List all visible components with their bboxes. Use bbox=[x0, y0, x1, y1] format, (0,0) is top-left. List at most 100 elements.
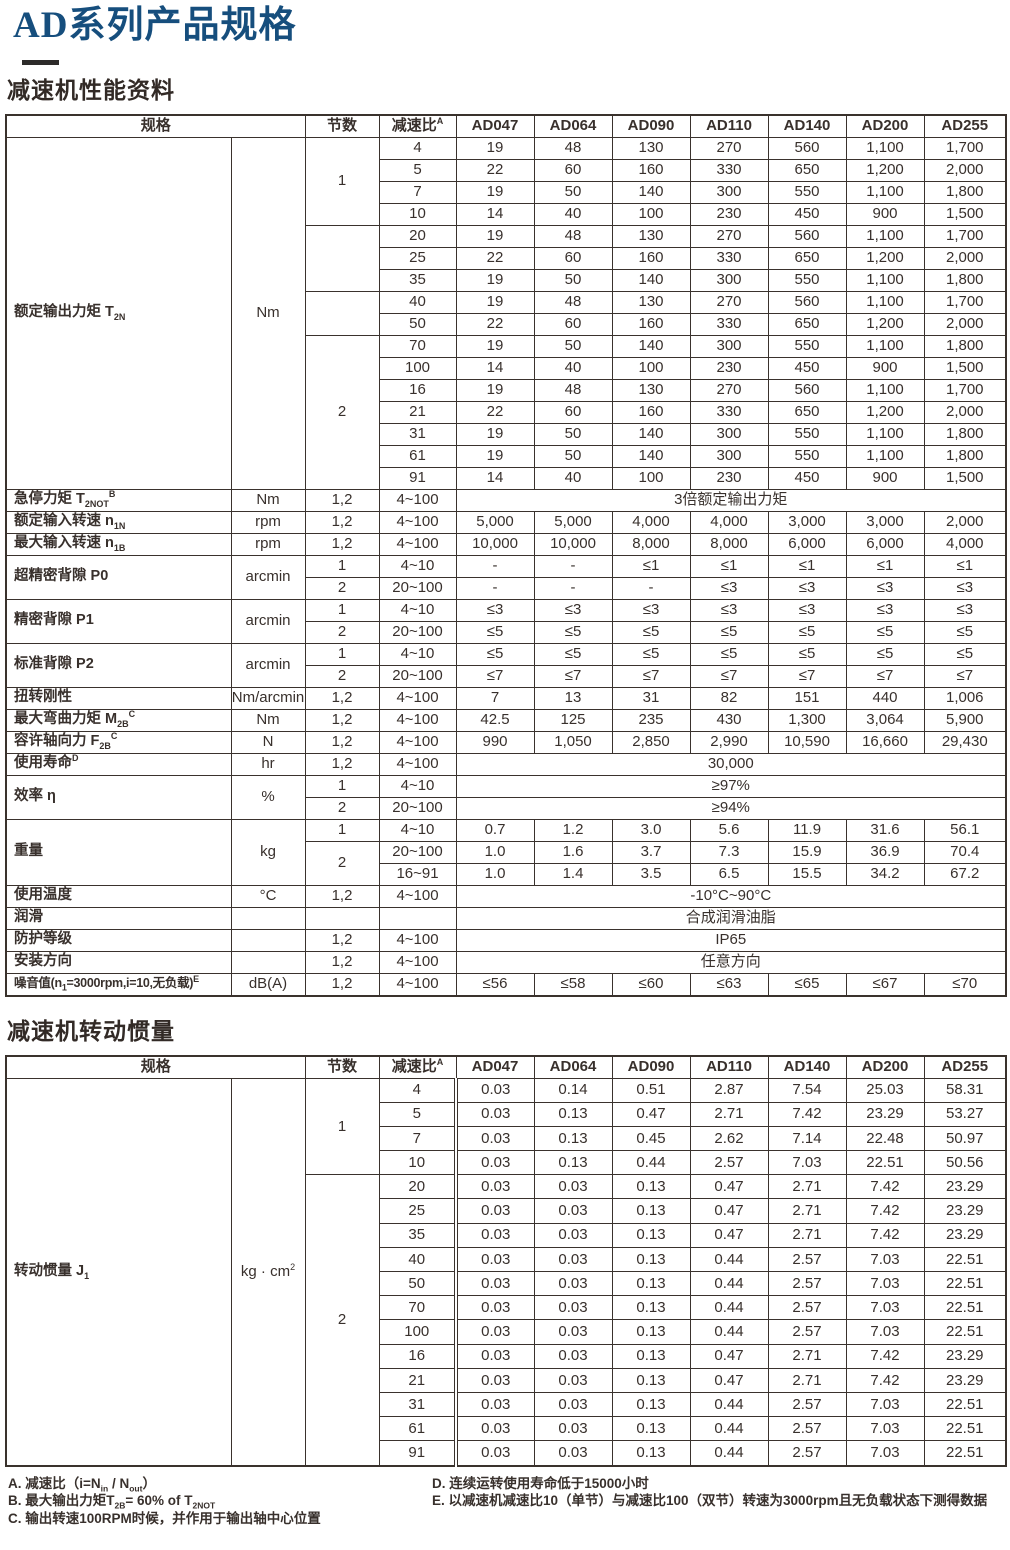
spec-label-cell: 重量 bbox=[5, 818, 232, 886]
table-cell: 650 bbox=[767, 246, 847, 270]
table-cell: 60 bbox=[533, 312, 613, 336]
table-cell: 0.03 bbox=[454, 1271, 535, 1297]
table-cell: 11.9 bbox=[767, 818, 847, 842]
spec-label-cell: 额定输入转速 n1N bbox=[5, 510, 232, 534]
table-cell: 70.4 bbox=[923, 840, 1007, 864]
footnotes-right-column: D. 连续运转使用寿命低于15000小时 E. 以减速机减速比10（单节）与减速… bbox=[432, 1475, 1010, 1528]
table-cell: 0.03 bbox=[454, 1101, 535, 1127]
table-cell: 0.03 bbox=[454, 1295, 535, 1321]
table-cell: ≤3 bbox=[845, 598, 925, 622]
table-cell: ≤65 bbox=[767, 972, 847, 997]
table-cell: 7.03 bbox=[845, 1271, 925, 1297]
table-cell: 2 bbox=[304, 840, 380, 886]
column-header: 规格 bbox=[5, 1055, 306, 1079]
spec-label-cell: 润滑 bbox=[5, 906, 232, 930]
table-cell: 23.29 bbox=[845, 1101, 925, 1127]
column-header: AD110 bbox=[689, 1055, 769, 1079]
table-cell: 7.42 bbox=[845, 1343, 925, 1369]
table-cell: 560 bbox=[767, 224, 847, 248]
table-cell: ≤5 bbox=[533, 642, 613, 666]
table-cell: ≤70 bbox=[923, 972, 1007, 997]
table-cell: ≤63 bbox=[689, 972, 769, 997]
table-cell: 160 bbox=[611, 158, 691, 182]
table-cell: dB(A) bbox=[230, 972, 306, 997]
table-cell: 100 bbox=[378, 356, 457, 380]
table-cell: 300 bbox=[689, 422, 769, 446]
table-cell: 50 bbox=[378, 312, 457, 336]
table-cell: ≤3 bbox=[533, 598, 613, 622]
table-cell: 1,100 bbox=[845, 444, 925, 468]
table-cell: 550 bbox=[767, 180, 847, 204]
table-cell: 0.13 bbox=[611, 1222, 691, 1248]
spec-label-cell: 容许轴向力 F2BC bbox=[5, 730, 232, 754]
table-cell: 100 bbox=[611, 356, 691, 380]
table-cell: 2.57 bbox=[767, 1319, 847, 1345]
table-cell: 22.51 bbox=[923, 1295, 1007, 1321]
table-cell: 1 bbox=[304, 554, 380, 578]
table-cell: Nm bbox=[230, 136, 306, 490]
table-cell: 0.13 bbox=[611, 1246, 691, 1273]
column-header: AD064 bbox=[533, 1055, 613, 1079]
table-cell: 10,000 bbox=[455, 532, 535, 556]
table-cell: 1,800 bbox=[923, 444, 1007, 468]
table-cell: 56.1 bbox=[923, 818, 1007, 842]
table-cell: 0.47 bbox=[611, 1101, 691, 1127]
table-cell: 4~10 bbox=[378, 554, 457, 578]
table-cell: 19 bbox=[455, 224, 535, 248]
table-cell: ≤3 bbox=[767, 576, 847, 600]
table-cell: Nm bbox=[230, 488, 306, 512]
column-header: 减速比A bbox=[378, 1055, 457, 1079]
table-cell: rpm bbox=[230, 510, 306, 534]
table-cell: 22.51 bbox=[923, 1440, 1007, 1467]
table-cell: 40 bbox=[533, 356, 613, 380]
table-cell: 10 bbox=[378, 1150, 457, 1176]
table-cell: 330 bbox=[689, 400, 769, 424]
table-cell: 19 bbox=[455, 268, 535, 292]
table-cell: 22.51 bbox=[923, 1319, 1007, 1345]
table-cell: 0.03 bbox=[533, 1391, 613, 1418]
table-cell: ≤67 bbox=[845, 972, 925, 997]
footnote-a: A. 减速比（i=Nin / Nout） bbox=[8, 1475, 156, 1494]
table-cell: 330 bbox=[689, 246, 769, 270]
table-cell: 1 bbox=[304, 1077, 380, 1176]
table-cell: 34.2 bbox=[845, 862, 925, 886]
table-cell: ≤1 bbox=[611, 554, 691, 578]
table-cell: 100 bbox=[611, 202, 691, 226]
table-cell: 16,660 bbox=[845, 730, 925, 754]
table-cell: 1,800 bbox=[923, 422, 1007, 446]
table-cell: 22.51 bbox=[923, 1271, 1007, 1297]
table-cell: 7.42 bbox=[767, 1101, 847, 1127]
table-cell: 0.44 bbox=[689, 1416, 769, 1442]
table-cell: 270 bbox=[689, 224, 769, 248]
table-cell: 560 bbox=[767, 290, 847, 314]
table-cell: 50 bbox=[533, 334, 613, 358]
table-cell: 0.13 bbox=[611, 1198, 691, 1224]
table-cell: 0.03 bbox=[454, 1174, 535, 1200]
table-cell: 2,850 bbox=[611, 730, 691, 754]
table-cell: 20~100 bbox=[378, 840, 457, 864]
footnote-b: B. 最大输出力矩T2B= 60% of T2NOT bbox=[8, 1493, 216, 1512]
table-cell: 25 bbox=[378, 246, 457, 270]
table-cell: 0.03 bbox=[454, 1125, 535, 1152]
table-cell: 2,000 bbox=[923, 312, 1007, 336]
table-cell: 2.71 bbox=[767, 1343, 847, 1369]
table-cell: ≤5 bbox=[611, 620, 691, 644]
table-row: 润滑合成润滑油脂 bbox=[5, 906, 1007, 930]
table-cell: 300 bbox=[689, 334, 769, 358]
table-cell: ≤3 bbox=[923, 598, 1007, 622]
table-cell: 20~100 bbox=[378, 664, 457, 688]
table-cell: - bbox=[455, 554, 535, 578]
table-cell: 23.29 bbox=[923, 1174, 1007, 1200]
spec-label-cell: 效率 η bbox=[5, 774, 232, 820]
footnote-e: E. 以减速机减速比10（单节）与减速比100（双节）转速为3000rpm且无负… bbox=[432, 1493, 988, 1509]
table-cell: 31.6 bbox=[845, 818, 925, 842]
table-cell: 1,700 bbox=[923, 224, 1007, 248]
table-cell: 430 bbox=[689, 708, 769, 732]
table-cell: 35 bbox=[378, 1222, 457, 1248]
